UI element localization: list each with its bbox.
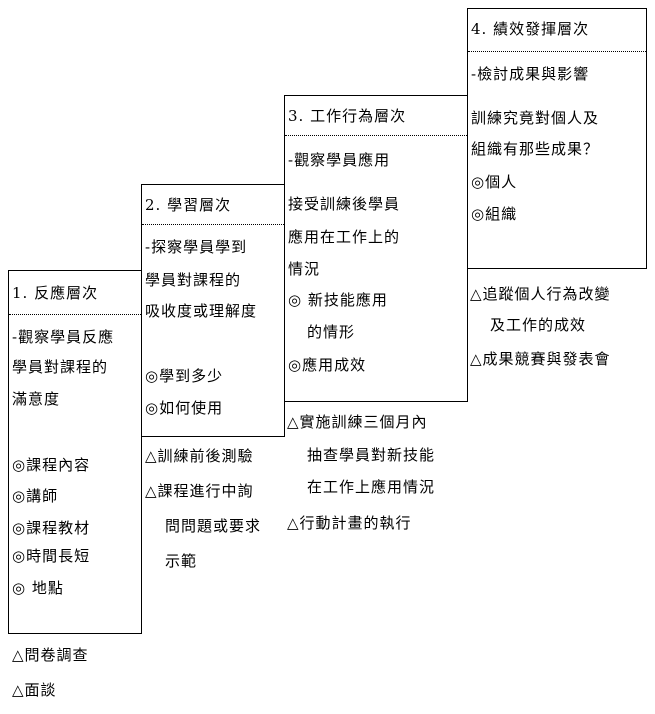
level4-line-3: 組織有那些成果？	[471, 140, 600, 158]
level2-line-2: 學員對課程的	[145, 271, 242, 289]
level4-method-3: △成果競賽與發表會	[470, 350, 611, 368]
level3-method-3: 在工作上應用情況	[307, 478, 436, 496]
level1-box: 1. 反應層次 -觀察學員反應 學員對課程的 滿意度 ◎課程內容 ◎講師 ◎課程…	[8, 270, 142, 634]
level2-method-2: △課程進行中詢	[145, 482, 254, 500]
level1-item-2: ◎講師	[12, 487, 59, 505]
level2-line-3: 吸收度或理解度	[145, 302, 258, 320]
level4-method-1: △追蹤個人行為改變	[470, 285, 611, 303]
level1-method-1: △問卷調查	[12, 646, 89, 664]
level2-method-3: 問問題或要求	[165, 517, 262, 535]
level2-method-4: 示範	[165, 552, 198, 570]
level3-method-1: △實施訓練三個月內	[287, 413, 428, 431]
level2-item-2: ◎如何使用	[145, 399, 224, 417]
level3-line-3: 應用在工作上的	[288, 228, 401, 246]
level1-line-1: -觀察學員反應	[12, 328, 115, 346]
level2-line-1: -探察學員學到	[145, 238, 248, 256]
level3-item-3: ◎應用成效	[288, 356, 367, 374]
level3-line-2: 接受訓練後學員	[288, 195, 401, 213]
level1-item-3: ◎課程教材	[12, 519, 91, 537]
level3-method-4: △行動計畫的執行	[287, 514, 412, 532]
level3-line-4: 情況	[288, 260, 321, 278]
level2-method-1: △訓練前後測驗	[145, 447, 254, 465]
level2-title: 2. 學習層次	[142, 185, 284, 225]
level3-box: 3. 工作行為層次 -觀察學員應用 接受訓練後學員 應用在工作上的 情況 ◎ 新…	[284, 95, 468, 402]
level1-item-5: ◎ 地點	[12, 579, 64, 597]
level4-title: 4. 績效發揮層次	[468, 9, 646, 52]
level1-line-3: 滿意度	[12, 390, 61, 408]
level3-line-1: -觀察學員應用	[288, 151, 391, 169]
level4-line-2: 訓練究竟對個人及	[471, 109, 600, 127]
level4-line-1: -檢討成果與影響	[471, 65, 590, 83]
level4-method-2: 及工作的成效	[490, 316, 587, 334]
level3-item-1: ◎ 新技能應用	[288, 291, 388, 309]
level3-method-2: 抽查學員對新技能	[307, 446, 436, 464]
level4-item-2: ◎組織	[471, 205, 518, 223]
level1-method-2: △面談	[12, 681, 57, 699]
level2-item-1: ◎學到多少	[145, 367, 224, 385]
level2-box: 2. 學習層次 -探察學員學到 學員對課程的 吸收度或理解度 ◎學到多少 ◎如何…	[141, 184, 285, 437]
level3-item-2: 的情形	[307, 323, 356, 341]
level3-title: 3. 工作行為層次	[285, 96, 467, 136]
level1-line-2: 學員對課程的	[12, 358, 109, 376]
level4-box: 4. 績效發揮層次 -檢討成果與影響 訓練究竟對個人及 組織有那些成果？ ◎個人…	[467, 8, 647, 269]
level1-title: 1. 反應層次	[9, 271, 141, 315]
level4-item-1: ◎個人	[471, 173, 518, 191]
level1-item-1: ◎課程內容	[12, 456, 91, 474]
level1-item-4: ◎時間長短	[12, 547, 91, 565]
